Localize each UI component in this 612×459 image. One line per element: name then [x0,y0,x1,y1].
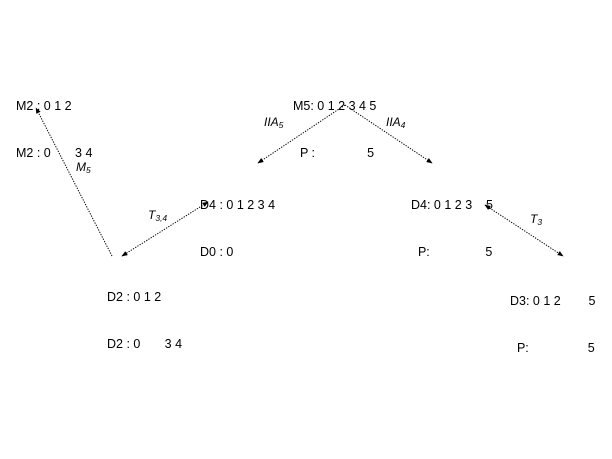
edge-m5-to-d4-right [344,104,433,164]
edge-label-m5: M5 [76,160,91,175]
edge-label-m5-sub: 5 [86,165,91,175]
node-d4-left: D4 : 0 1 2 3 4 D0 : 0 [200,167,275,276]
edge-label-t34: T3,4 [148,208,167,223]
edge-label-iia4-base: IIA [386,115,401,129]
node-m2-line1: M2 : 0 1 2 [16,99,72,113]
edge-label-t3-sub: 3 [537,217,543,227]
edge-m5-to-d4-left [257,104,346,164]
node-m5: M5: 0 1 2 3 4 5 P : 5 [293,68,376,177]
edge-d4-right-d3 [484,204,564,257]
edge-label-iia5-base: IIA [264,115,279,129]
edge-label-iia4-sub: 4 [400,120,406,130]
node-d2: D2 : 0 1 2 D2 : 0 3 4 [107,259,182,368]
node-m5-line2: P : 5 [293,145,375,160]
node-d2-line2: D2 : 0 3 4 [107,336,183,351]
edge-label-t3: T3 [530,212,542,227]
edge-d2-to-m2 [35,107,113,257]
node-d3-line1: D3: 0 1 2 5 [510,294,596,308]
node-d2-line1: D2 : 0 1 2 [107,290,162,304]
node-d4-right-line2: P: 5 [411,244,493,259]
edge-label-t34-sub: 3,4 [155,213,168,223]
edge-label-iia4: IIA4 [386,115,405,130]
node-d4-left-line2: D0 : 0 [200,244,234,259]
edge-label-m5-base: M [76,160,86,174]
node-m2-line2: M2 : 0 3 4 [16,145,93,160]
node-d3: D3: 0 1 2 5 P: 5 [510,263,595,372]
edge-label-iia5-sub: 5 [278,120,284,130]
edge-label-t34-base: T [148,208,156,222]
node-m5-line1: M5: 0 1 2 3 4 5 [293,99,377,113]
node-m2: M2 : 0 1 2 M2 : 0 3 4 [16,68,92,177]
node-d4-right-line1: D4: 0 1 2 3 5 [411,198,493,212]
node-d3-line2: P: 5 [510,340,595,355]
edge-label-iia5: IIA5 [264,115,283,130]
edge-label-t3-base: T [530,212,538,226]
node-d4-right: D4: 0 1 2 3 5 P: 5 [411,167,493,276]
node-d4-left-line1: D4 : 0 1 2 3 4 [200,198,276,212]
